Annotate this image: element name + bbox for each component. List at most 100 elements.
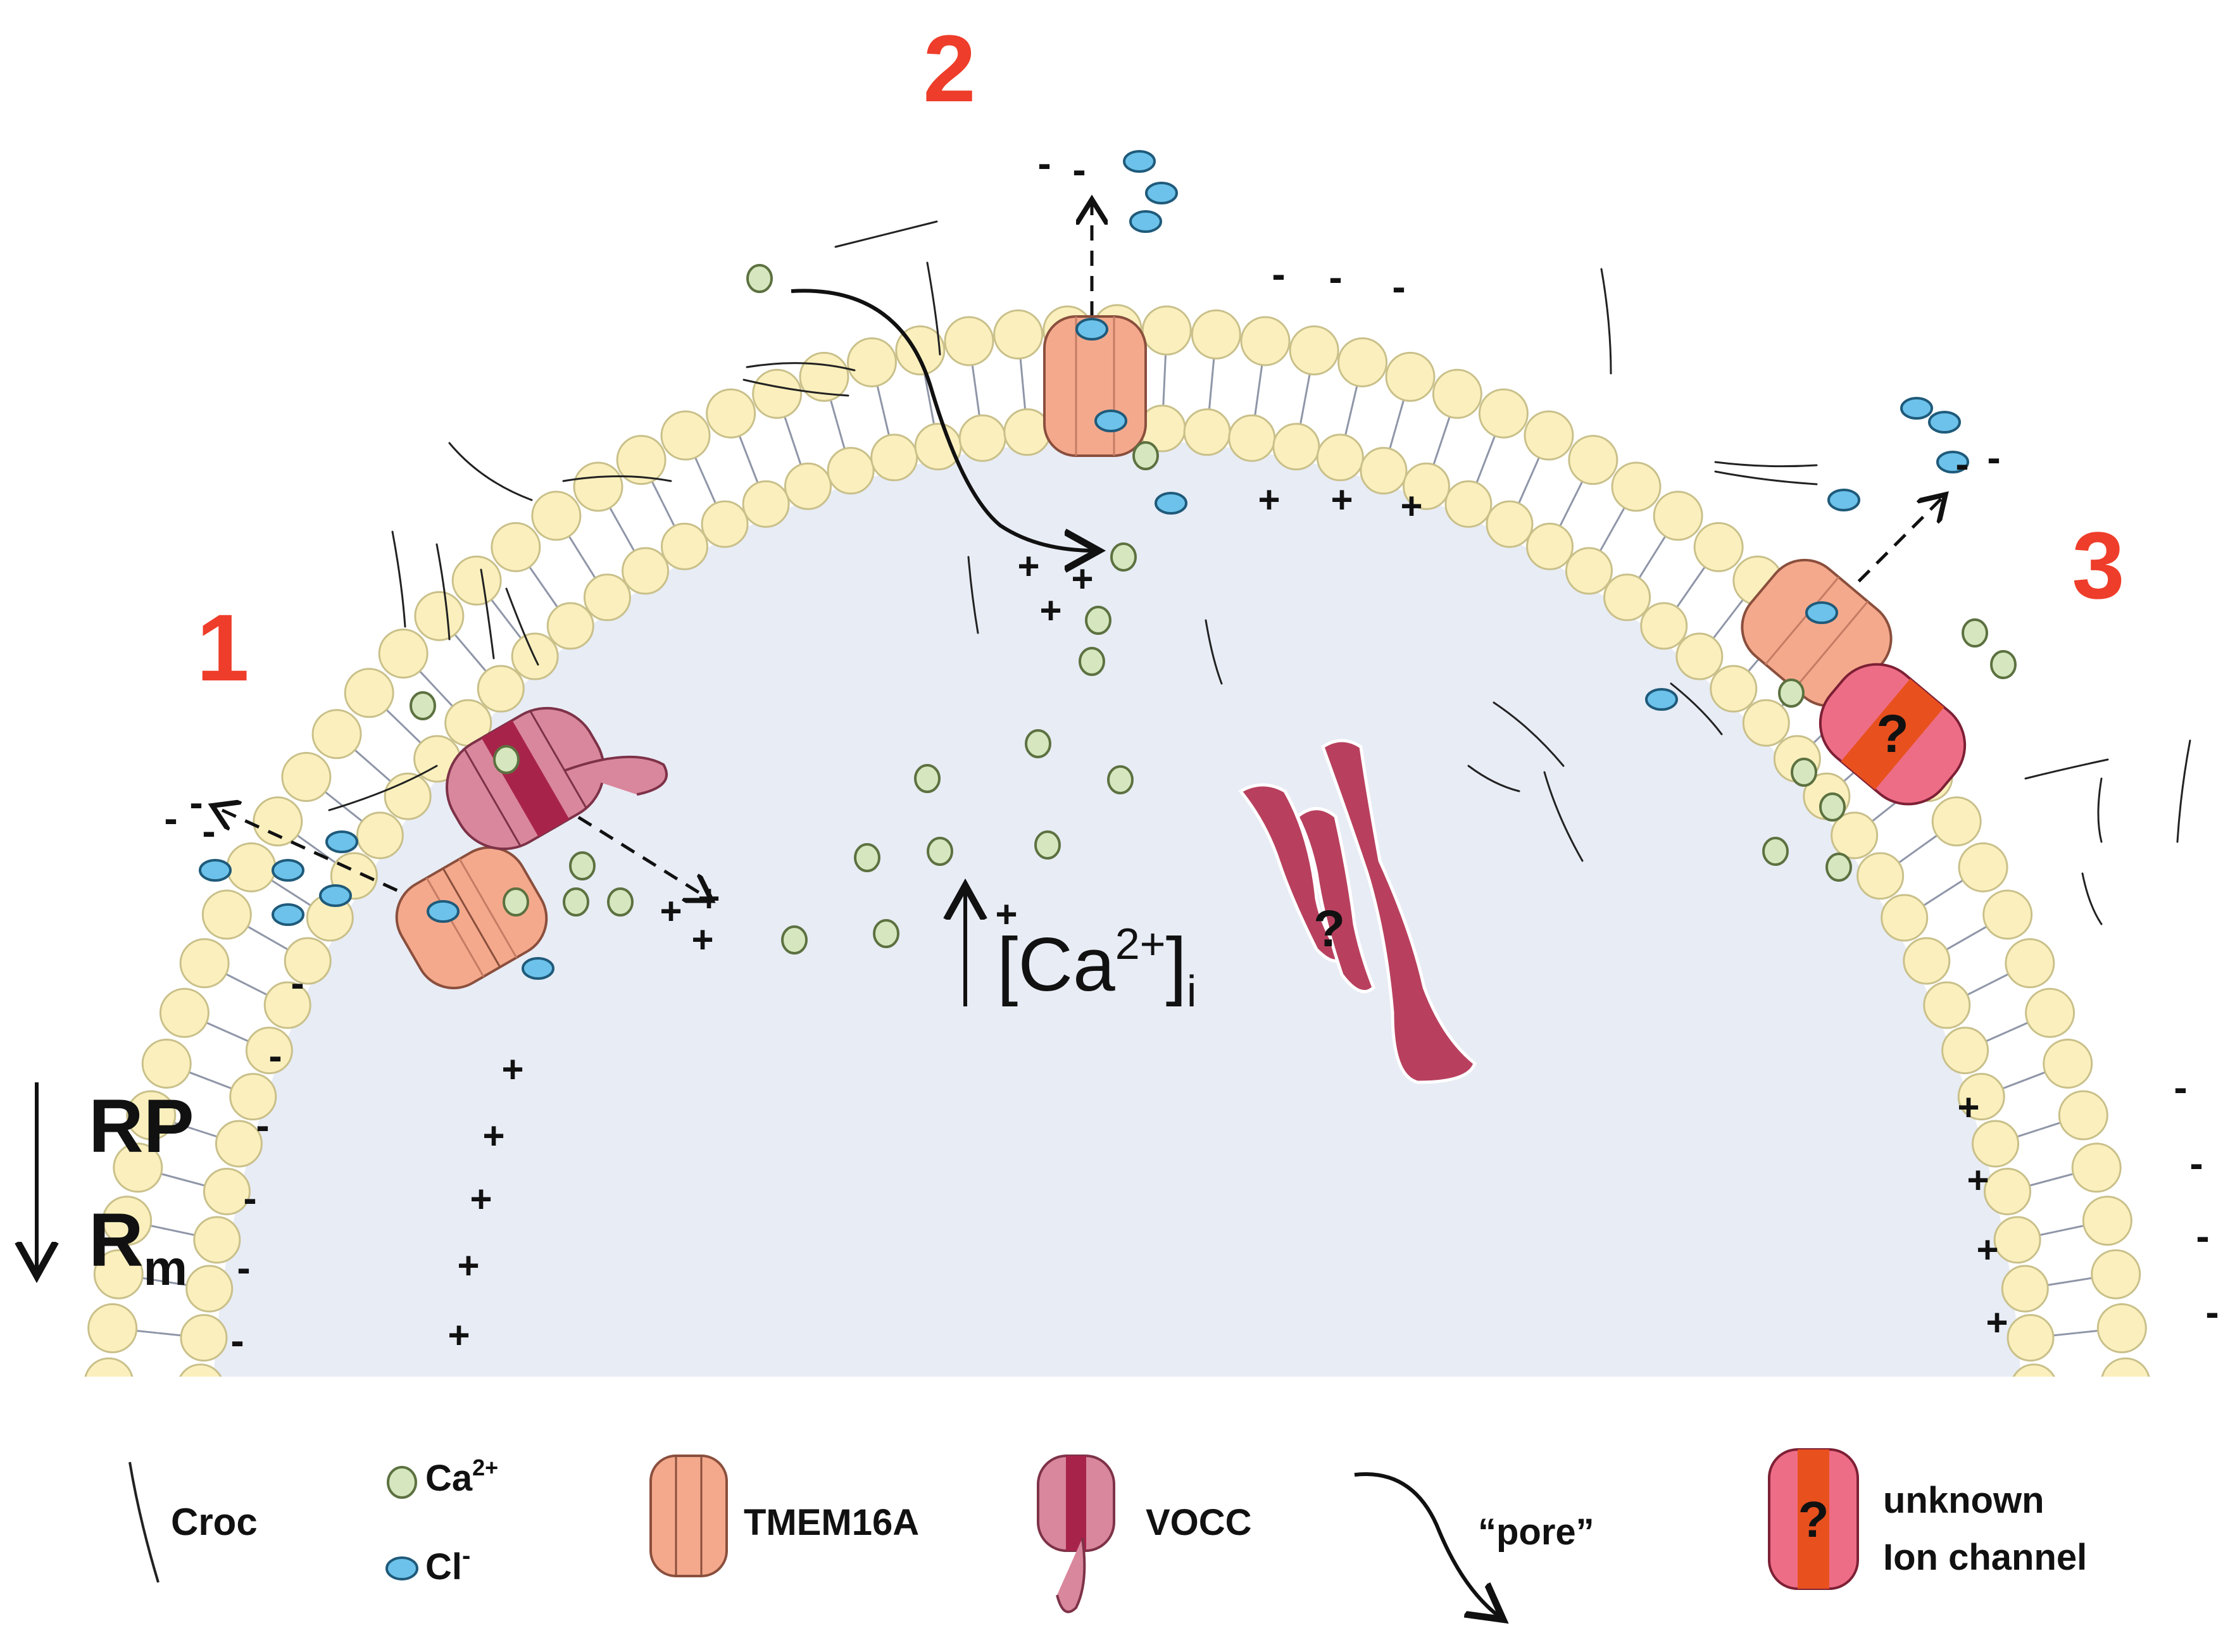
lipid-head [1486,500,1534,548]
croc-fiber [746,362,856,372]
calcium-ion [1778,679,1805,708]
cytoplasm [213,440,2021,1377]
croc-fiber [505,587,539,666]
lipid-head [1191,309,1241,360]
lipid-head [1881,894,1929,942]
lipid-head [531,491,582,541]
calcium-ion [746,264,773,293]
calcium-ion [1034,830,1061,860]
lipid-head [179,938,230,989]
pore-arrow [791,289,1095,551]
negative-charge: - [1272,251,1285,297]
calcium-ion [1762,837,1789,866]
negative-charge: - [164,796,177,841]
calcium-ion [1132,441,1159,470]
lipid-head [1640,602,1688,650]
lipid-head [203,1167,251,1215]
chloride-ion [1928,411,1961,434]
cell [84,304,2151,1461]
chloride-ion [1645,688,1678,711]
lipid-head [193,1216,241,1264]
croc-fiber [2097,777,2103,843]
lipid-head [2058,1090,2108,1141]
negative-charge: - [202,808,215,854]
lipid-head [752,368,803,419]
lipid-head [180,1314,228,1362]
negative-charge: - [189,780,203,825]
tmem16a-channel-site1 [395,846,548,989]
lipid-head [1693,522,1744,572]
croc-fiber [1600,268,1612,375]
lipid-head [1141,305,1192,356]
lipid-head [185,1265,234,1313]
lipid-head [2001,1265,2049,1313]
lipid-head [477,665,525,713]
positive-charge: + [1986,1301,2008,1344]
legend-tmem16a-icon [649,1455,728,1577]
lipid-head [958,414,1006,462]
lipid-head [660,522,708,570]
lipid-tail [2034,1385,2079,1387]
lipid-head [706,388,756,439]
chloride-ion [1075,318,1108,341]
lipid-head [846,337,897,387]
lipid-head [2082,1196,2132,1246]
chloride-ion [1900,397,1933,420]
charges: +++++++++++++++++++-------------------- [164,141,2219,1363]
vocc-channel [446,706,668,851]
lipid-head [1385,351,1436,402]
positive-charge: + [457,1244,479,1287]
lipid-head [1565,547,1613,595]
legend-croc-icon [128,1461,160,1583]
croc-fiber [448,442,533,501]
croc-fiber [391,530,406,628]
lipid-head [1903,937,1951,985]
er-lobe [1320,739,1477,1084]
lipid-head [993,309,1044,360]
croc-fiber [926,261,941,356]
lipid-head [870,434,918,482]
site-number-2: 2 [923,15,975,122]
lipid-head [1958,842,2008,892]
lipid-head [2005,938,2055,989]
resting-potential-label: RP Rm [37,1082,194,1296]
lipid-head [2043,1038,2093,1089]
positive-charge: + [1017,545,1039,587]
positive-charge: + [1039,589,1061,632]
lipid-head [2012,1363,2055,1377]
lipid-head [253,796,303,847]
lipid-head [177,1414,222,1460]
croc-fiber [967,556,979,634]
croc-fiber [435,543,451,641]
negative-charge: - [268,1033,282,1079]
positive-charge: + [660,890,682,932]
lipid-head [1337,337,1388,387]
calcium-ion [1079,647,1105,676]
chloride-ion [1129,210,1162,233]
legend-ca-icon [387,1466,417,1499]
chloride-ion [1094,410,1127,432]
chloride-ion [1936,451,1969,473]
calcium-ion [854,843,880,872]
lipid-head [226,842,277,892]
chloride-ion [1155,492,1187,515]
croc-fiber [834,220,938,248]
lipid-head [546,602,594,650]
lipid-head [2103,1413,2151,1461]
lipid-tail [2080,1382,2125,1385]
lipid-head [616,435,667,485]
positive-charge: + [1957,1086,1979,1129]
lipid-head [2101,1357,2150,1377]
lipid-head [1183,408,1231,456]
lipid-head [1568,435,1618,485]
calcium-ion [563,887,589,917]
ions [199,150,2017,980]
ca-label-text: [Ca2+]i [997,919,1196,1016]
site-number-1: 1 [196,594,249,701]
chloride-ion [1805,601,1838,624]
lipid-head [1710,665,1758,713]
lipid-tail [154,1385,200,1387]
lipid-head [1984,1167,2032,1215]
legend-cl-icon [385,1556,418,1580]
